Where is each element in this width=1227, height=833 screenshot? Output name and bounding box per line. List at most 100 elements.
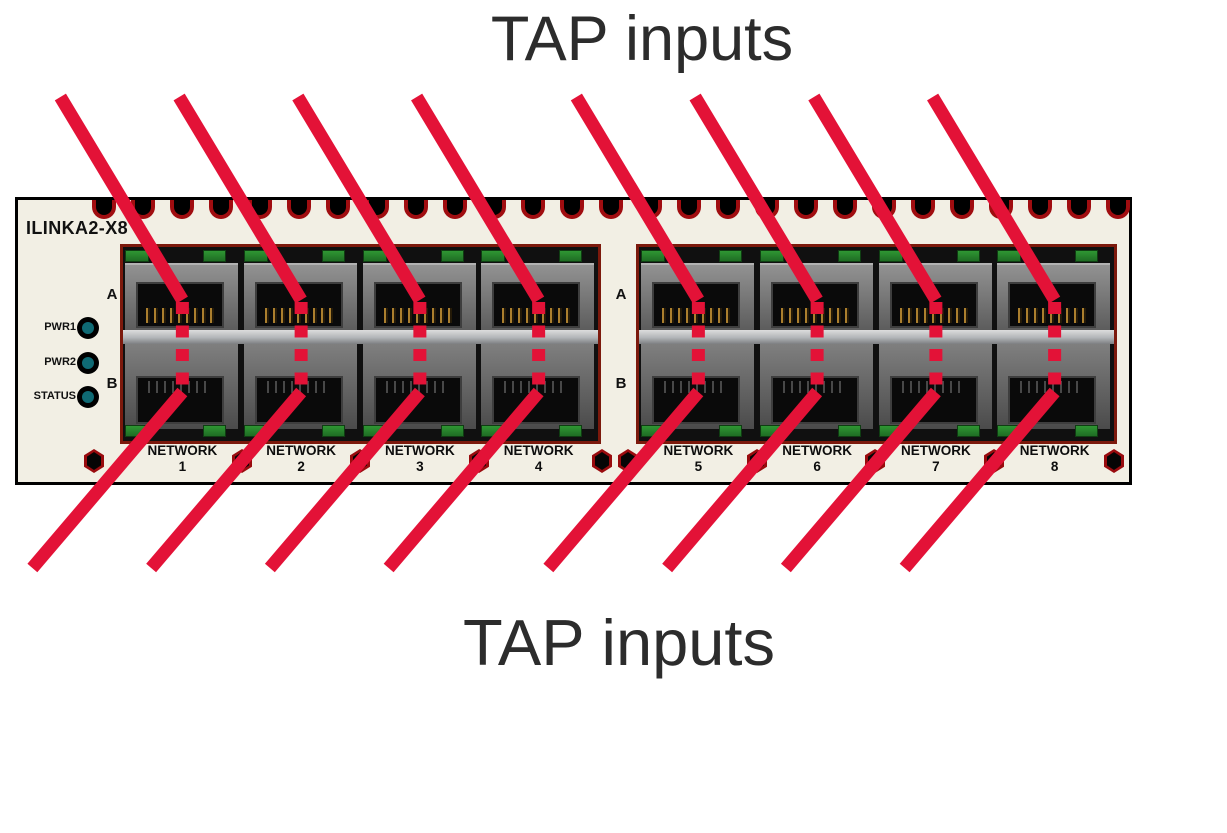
gold-contact-pins [146, 308, 214, 323]
vent-hole-inner [252, 200, 268, 215]
hex-screw-center [87, 452, 101, 470]
vent-hole-inner [408, 200, 424, 215]
rj45-port-module [479, 247, 598, 441]
vent-hole-inner [915, 200, 931, 215]
row-label-b: B [615, 375, 627, 392]
hex-screw-center [353, 452, 367, 470]
vent-hole-inner [447, 200, 463, 215]
port-number: 1 [178, 459, 187, 474]
led-pwr1 [77, 317, 99, 339]
port-latch-tab [481, 250, 506, 262]
led-lens [82, 391, 94, 403]
port-jack-a [997, 263, 1111, 333]
port-latch-tab [719, 250, 742, 262]
port-opening-b [373, 376, 462, 424]
port-jack-a [362, 263, 476, 333]
port-jack-b [481, 344, 595, 429]
port-latch-tab [997, 425, 1022, 437]
row-label-a: A [106, 286, 118, 303]
port-latch-tab [878, 250, 903, 262]
port-opening-a [136, 282, 224, 328]
hex-screw-center [1107, 452, 1121, 470]
port-jack-a [641, 263, 754, 333]
port-latch-tab [362, 425, 387, 437]
port-number: 2 [297, 459, 305, 474]
led-label-pwr2: PWR2 [44, 356, 76, 368]
port-jack-b [243, 344, 357, 429]
port-opening-b [254, 376, 343, 424]
contact-pins-dim [148, 381, 212, 393]
jack-divider-bar [123, 330, 598, 344]
vent-hole-inner [135, 200, 151, 215]
port-latch-tab [641, 250, 665, 262]
port-jack-a [243, 263, 357, 333]
vent-hole-inner [174, 200, 190, 215]
port-latch-tab [759, 425, 784, 437]
gold-contact-pins [502, 308, 571, 323]
vent-hole-inner [369, 200, 385, 215]
hex-screw-center [595, 452, 609, 470]
rj45-port-module [123, 247, 242, 441]
port-label-text: NETWORK [266, 443, 336, 458]
port-opening-a [1008, 282, 1097, 328]
port-opening-a [373, 282, 462, 328]
gold-contact-pins [1018, 308, 1087, 323]
port-label-text: NETWORK [503, 443, 574, 458]
vent-hole-inner [642, 200, 658, 215]
port-jack-b [759, 344, 873, 429]
rj45-port-module [758, 247, 877, 441]
port-jack-b [362, 344, 476, 429]
contact-pins-dim [782, 381, 847, 393]
port-label-text: NETWORK [147, 443, 218, 458]
hex-screw-center [235, 452, 249, 470]
port-latch-tab [440, 250, 464, 262]
port-latch-tab [1075, 425, 1099, 437]
port-latch-tab [956, 425, 980, 437]
port-opening-b [770, 376, 859, 424]
port-latch-tab [243, 250, 268, 262]
vent-hole [1067, 200, 1091, 219]
port-opening-a [652, 282, 740, 328]
vent-hole-inner [330, 200, 346, 215]
led-label-status: STATUS [33, 390, 76, 402]
vent-hole-inner [993, 200, 1009, 215]
jack-divider-bar [639, 330, 1114, 344]
port-group-1 [120, 244, 601, 444]
led-lens [82, 357, 94, 369]
port-number: 6 [813, 459, 821, 474]
port-opening-a [770, 282, 859, 328]
port-latch-tab [719, 425, 742, 437]
port-latch-tab [641, 425, 665, 437]
contact-pins-dim [266, 381, 331, 393]
contact-pins-dim [901, 381, 966, 393]
port-jack-b [997, 344, 1111, 429]
port-opening-b [492, 376, 581, 424]
port-latch-tab [837, 425, 861, 437]
port-latch-tab [321, 425, 345, 437]
gold-contact-pins [662, 308, 730, 323]
port-latch-tab [837, 250, 861, 262]
vent-hole-inner [1071, 200, 1087, 215]
tap-inputs-title-top: TAP inputs [490, 4, 794, 74]
hex-screw-center [750, 452, 764, 470]
rj45-port-module [877, 247, 996, 441]
vent-hole-inner [954, 200, 970, 215]
rj45-port-module [242, 247, 361, 441]
port-number: 3 [416, 459, 424, 474]
vent-hole-inner [681, 200, 697, 215]
gold-contact-pins [383, 308, 452, 323]
port-latch-tab [203, 250, 226, 262]
port-latch-tab [481, 425, 506, 437]
led-lens [82, 322, 94, 334]
port-jack-a [878, 263, 992, 333]
vent-hole-inner [837, 200, 853, 215]
port-opening-b [652, 376, 740, 424]
port-latch-tab [878, 425, 903, 437]
port-latch-tab [125, 425, 149, 437]
contact-pins-dim [385, 381, 450, 393]
